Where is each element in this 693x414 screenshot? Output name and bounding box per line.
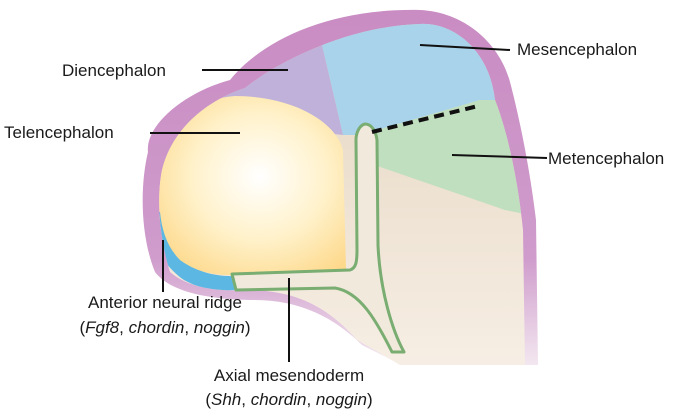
axial-title: Axial mesendoderm xyxy=(164,366,414,386)
axial-mesendoderm-label: Axial mesendoderm (Shh, chordin, noggin) xyxy=(164,366,414,410)
mesencephalon-label: Mesencephalon xyxy=(517,40,637,60)
anr-title: Anterior neural ridge xyxy=(40,293,290,313)
metencephalon-label: Metencephalon xyxy=(548,149,664,169)
diencephalon-label: Diencephalon xyxy=(62,61,166,81)
telencephalon-label: Telencephalon xyxy=(4,123,114,143)
anr-gene-2: chordin xyxy=(129,318,185,337)
anr-gene-1: Fgf8 xyxy=(85,318,119,337)
anr-gene-3: noggin xyxy=(194,318,245,337)
axial-gene-1: Shh xyxy=(211,390,241,409)
anterior-neural-ridge-label: Anterior neural ridge (Fgf8, chordin, no… xyxy=(40,293,290,338)
anr-genes: (Fgf8, chordin, noggin) xyxy=(40,318,290,338)
axial-gene-2: chordin xyxy=(251,390,307,409)
axial-genes: (Shh, chordin, noggin) xyxy=(164,390,414,410)
axial-gene-3: noggin xyxy=(316,390,367,409)
